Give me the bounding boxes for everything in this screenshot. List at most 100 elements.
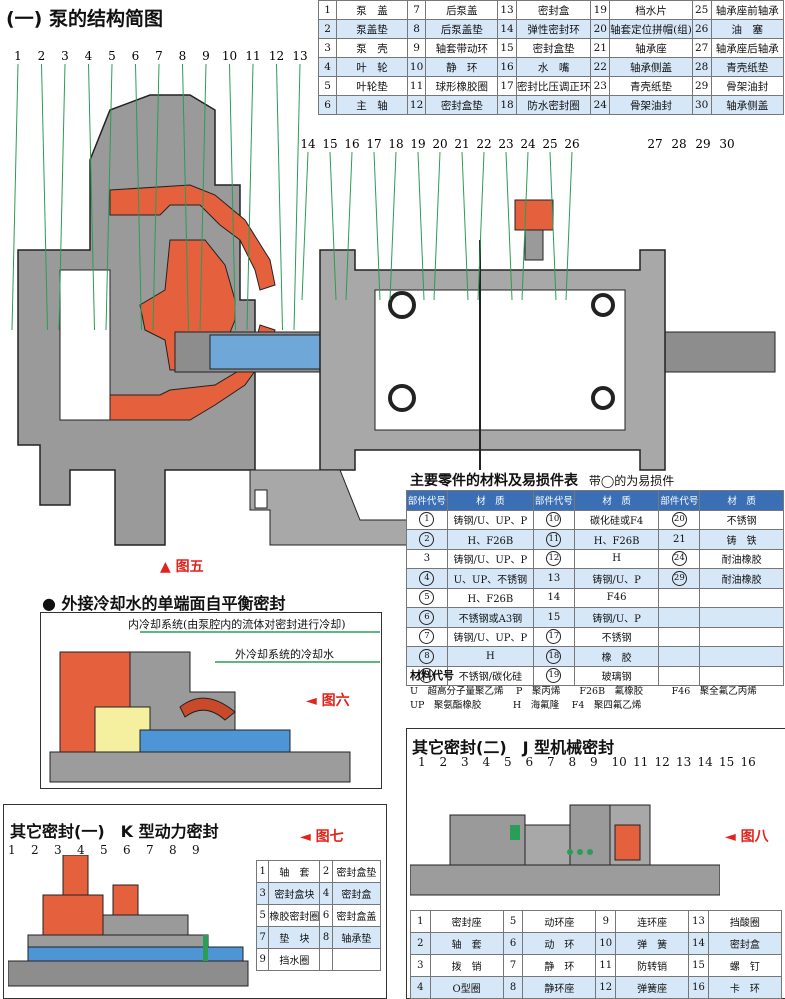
callout-number: 4 bbox=[85, 49, 93, 63]
callout-number: 1 bbox=[14, 49, 22, 63]
callout-number: 2 bbox=[31, 843, 39, 857]
part-number: 9 bbox=[255, 948, 270, 971]
part-name: 密封盒 bbox=[515, 0, 592, 20]
callout-leader-line bbox=[549, 151, 557, 301]
material-name: 铸钢/U、UP、P bbox=[446, 626, 534, 647]
materials-header-cell: 材 质 bbox=[446, 490, 534, 511]
callout-leader-line bbox=[88, 63, 95, 331]
part-name: 密封比压调正环 bbox=[515, 76, 592, 96]
material-part-code: 15 bbox=[532, 607, 575, 628]
material-name: H、F26B bbox=[573, 529, 660, 550]
part-name: 防转销 bbox=[615, 954, 690, 977]
part-name: 轴承垫 bbox=[331, 926, 382, 949]
callout-number: 20 bbox=[432, 137, 447, 151]
material-part-code: 3 bbox=[406, 548, 448, 569]
part-name: O型圈 bbox=[429, 976, 504, 999]
figure-5-caption: ▲ 图五 bbox=[160, 559, 204, 575]
part-name: 主 轴 bbox=[336, 95, 408, 115]
callout-leader-line bbox=[152, 63, 160, 331]
part-number: 14 bbox=[497, 19, 517, 39]
material-name: 铸钢/U、P bbox=[573, 607, 660, 628]
wear-part-code: 8 bbox=[419, 648, 435, 664]
part-name: 泵 盖 bbox=[336, 0, 408, 20]
callout-number: 2 bbox=[38, 49, 46, 63]
callout-number: 9 bbox=[590, 755, 598, 769]
part-number: 3 bbox=[317, 38, 338, 58]
callout-leader-line bbox=[521, 151, 529, 301]
part-number: 7 bbox=[502, 954, 524, 977]
part-name: 泵盖垫 bbox=[336, 19, 408, 39]
material-name bbox=[699, 587, 784, 608]
callout-leader-line bbox=[276, 63, 283, 331]
part-code: 21 bbox=[672, 533, 686, 545]
part-name: 密封盒盖 bbox=[331, 904, 382, 927]
materials-note: 带◯的为易损件 bbox=[588, 474, 675, 488]
wear-part-code: 5 bbox=[419, 590, 435, 606]
part-number: 9 bbox=[595, 910, 617, 933]
wear-part-code: 9 bbox=[419, 668, 435, 684]
material-part-code: 4 bbox=[406, 568, 448, 589]
material-part-code: 18 bbox=[532, 646, 575, 667]
part-name: 后泵盖 bbox=[425, 0, 499, 20]
part-name: 密封盒 bbox=[707, 932, 783, 955]
material-codes-line1: U 超高分子量聚乙烯 P 聚丙烯 F26B 氟橡胶 F46 聚全氟乙丙烯 bbox=[410, 686, 757, 697]
wear-part-code: 7 bbox=[419, 629, 435, 645]
part-number: 5 bbox=[255, 904, 270, 927]
wear-part-code: 24 bbox=[671, 551, 687, 567]
material-part-code bbox=[658, 646, 701, 667]
part-name: 泵 壳 bbox=[336, 38, 408, 58]
part-name: 静 环 bbox=[522, 954, 597, 977]
material-part-code: 20 bbox=[658, 509, 701, 530]
wear-part-code: 11 bbox=[546, 531, 562, 547]
part-number: 11 bbox=[595, 954, 617, 977]
material-name: 耐油橡胶 bbox=[699, 548, 784, 569]
material-part-code: 29 bbox=[658, 568, 701, 589]
part-number: 8 bbox=[502, 976, 524, 999]
material-name: 铸 铁 bbox=[699, 529, 784, 550]
callout-number: 3 bbox=[54, 843, 62, 857]
part-name: 螺 钉 bbox=[707, 954, 783, 977]
material-part-code: 24 bbox=[658, 548, 701, 569]
materials-header-cell: 部件代号 bbox=[658, 490, 701, 511]
part-number: 26 bbox=[691, 19, 712, 39]
part-name: 档水片 bbox=[609, 0, 693, 20]
material-name: 不锈钢 bbox=[573, 626, 660, 647]
fig6-label-inner-cooling: 内冷却系统(由泵腔内的流体对密封进行冷却) bbox=[128, 618, 346, 631]
part-number: 6 bbox=[319, 904, 333, 927]
pump-casing bbox=[17, 94, 256, 546]
callout-number: 23 bbox=[498, 137, 513, 151]
material-name: 铸钢/U、UP、P bbox=[446, 509, 534, 530]
callout-number: 16 bbox=[344, 137, 359, 151]
part-name: 轴承座 bbox=[609, 38, 693, 58]
part-name: 拨 销 bbox=[429, 954, 504, 977]
material-name: 橡 胶 bbox=[573, 646, 660, 667]
part-number: 19 bbox=[590, 0, 611, 20]
part-number: 13 bbox=[688, 910, 709, 933]
part-number: 7 bbox=[406, 0, 427, 20]
material-part-code: 19 bbox=[532, 665, 575, 686]
part-number: 7 bbox=[255, 926, 270, 949]
material-name: H bbox=[446, 646, 534, 667]
part-number: 4 bbox=[410, 976, 431, 999]
callout-number: 6 bbox=[132, 49, 140, 63]
part-number: 6 bbox=[317, 95, 338, 115]
part-number: 6 bbox=[502, 932, 524, 955]
part-number: 3 bbox=[255, 882, 270, 905]
callout-number: 1 bbox=[418, 755, 426, 769]
part-code: 15 bbox=[547, 611, 561, 623]
figure-7-caption: ◄ 图七 bbox=[300, 829, 344, 845]
part-name: 挡酸圈 bbox=[707, 910, 783, 933]
part-name: 轴套带动环 bbox=[425, 38, 499, 58]
